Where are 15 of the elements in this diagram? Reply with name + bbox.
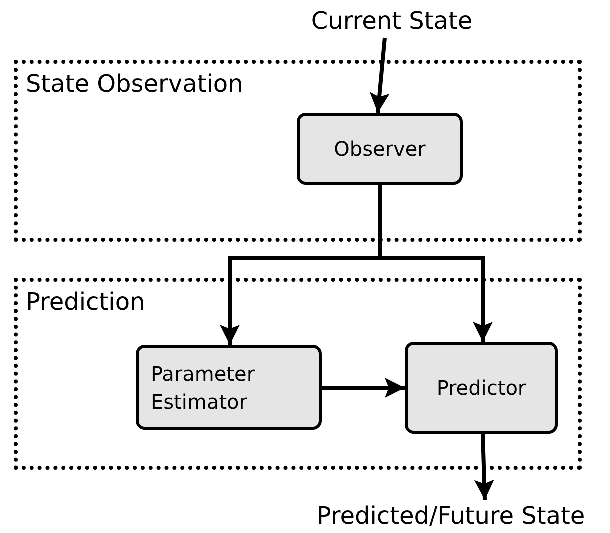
group-title: State Observation — [26, 70, 244, 98]
box-label: Predictor — [436, 375, 526, 402]
box-label: Parameter Estimator — [151, 360, 256, 416]
arrow — [322, 378, 405, 398]
dotted-group-box — [14, 60, 582, 242]
arrow — [474, 434, 494, 500]
group-title: Prediction — [26, 288, 146, 316]
box-label: Observer — [334, 136, 426, 163]
process-box — [405, 342, 558, 434]
process-box — [136, 345, 322, 430]
process-box — [297, 113, 463, 185]
state-label: Predicted/Future State — [292, 500, 610, 532]
dotted-group-box — [14, 278, 582, 470]
arrow — [370, 38, 390, 114]
state-label: Current State — [296, 4, 488, 38]
